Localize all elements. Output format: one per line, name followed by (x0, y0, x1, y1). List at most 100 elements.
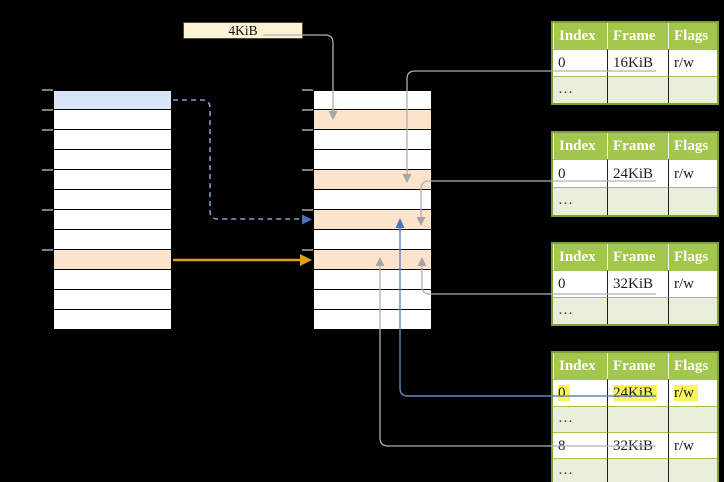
mid-tick-0 (302, 89, 313, 91)
page-table-16kib: Index Frame Flags 0 16KiB r/w … (551, 21, 719, 105)
page-table-32kib: Index Frame Flags 0 32KiB r/w … (551, 242, 719, 326)
arrow-virtual-page-dashed (173, 99, 301, 220)
table-row-ellipsis: … (553, 458, 717, 482)
header-frame: Frame (607, 23, 668, 49)
highlighted-value: r/w (674, 385, 698, 401)
mid-tick-3 (302, 169, 313, 171)
left-row-9-orange (53, 250, 172, 270)
cell-frame: 24KiB (607, 379, 668, 406)
table-row-ellipsis: … (553, 297, 717, 324)
left-row-6 (53, 190, 172, 210)
cell-empty (607, 297, 668, 324)
table-row: 8 32KiB r/w (553, 432, 717, 458)
cell-dots: … (553, 458, 607, 482)
header-frame: Frame (607, 244, 668, 270)
arrowhead-right-icon (302, 214, 312, 225)
page-table-24kib: Index Frame Flags 0 24KiB r/w … (551, 131, 719, 217)
cell-empty (668, 187, 717, 215)
cell-empty (668, 406, 717, 432)
mid-row-1 (313, 90, 432, 110)
cell-index: 0 (553, 379, 607, 406)
table-header: Index Frame Flags (553, 23, 717, 49)
header-index: Index (553, 353, 607, 379)
mid-row-10 (313, 270, 432, 290)
header-frame: Frame (607, 133, 668, 159)
left-row-10 (53, 270, 172, 290)
mid-tick-5 (302, 249, 313, 251)
left-row-12 (53, 310, 172, 330)
cell-dots: … (553, 187, 607, 215)
cell-flags: r/w (668, 159, 717, 187)
cell-flags: r/w (668, 432, 717, 458)
middle-memory-column (313, 90, 432, 330)
cell-empty (607, 187, 668, 215)
header-frame: Frame (607, 353, 668, 379)
left-tick-3 (42, 169, 53, 171)
mid-row-7-orange (313, 210, 432, 230)
left-row-3 (53, 130, 172, 150)
left-tick-1 (42, 109, 53, 111)
cell-flags: r/w (668, 49, 717, 76)
left-tick-0 (42, 89, 53, 91)
cell-dots: … (553, 297, 607, 324)
mid-row-12 (313, 310, 432, 330)
cell-index: 0 (553, 49, 607, 76)
page-table-bottom: Index Frame Flags 0 24KiB r/w … 8 32KiB … (551, 351, 719, 482)
cell-empty (607, 76, 668, 103)
header-flags: Flags (668, 23, 717, 49)
table-row: 0 24KiB r/w (553, 159, 717, 187)
table-header: Index Frame Flags (553, 244, 717, 270)
table-row-ellipsis: … (553, 406, 717, 432)
mid-tick-1 (302, 109, 313, 111)
left-row-2 (53, 110, 172, 130)
highlighted-value: 24KiB (613, 385, 658, 401)
left-memory-column (53, 90, 172, 330)
cell-flags: r/w (668, 379, 717, 406)
page-size-label: 4KiB (183, 22, 303, 39)
mid-row-3 (313, 130, 432, 150)
mid-tick-2 (302, 129, 313, 131)
mid-row-8 (313, 230, 432, 250)
left-tick-2 (42, 129, 53, 131)
left-row-4 (53, 150, 172, 170)
left-row-8 (53, 230, 172, 250)
header-index: Index (553, 244, 607, 270)
mid-row-2-orange (313, 110, 432, 130)
cell-frame: 32KiB (607, 270, 668, 297)
mid-tick-4 (302, 209, 313, 211)
header-index: Index (553, 23, 607, 49)
left-row-5 (53, 170, 172, 190)
cell-dots: … (553, 406, 607, 432)
cell-empty (668, 297, 717, 324)
arrowhead-right-icon (300, 254, 312, 266)
table-row-ellipsis: … (553, 76, 717, 103)
table-header: Index Frame Flags (553, 133, 717, 159)
cell-empty (668, 76, 717, 103)
cell-empty (607, 458, 668, 482)
left-row-1-blue (53, 90, 172, 110)
left-row-7 (53, 210, 172, 230)
table-row-highlighted: 0 24KiB r/w (553, 379, 717, 406)
cell-index: 8 (553, 432, 607, 458)
mid-row-4 (313, 150, 432, 170)
cell-frame: 32KiB (607, 432, 668, 458)
left-tick-5 (42, 249, 53, 251)
left-tick-4 (42, 209, 53, 211)
mid-row-11 (313, 290, 432, 310)
cell-dots: … (553, 76, 607, 103)
cell-flags: r/w (668, 270, 717, 297)
cell-frame: 24KiB (607, 159, 668, 187)
header-index: Index (553, 133, 607, 159)
header-flags: Flags (668, 244, 717, 270)
header-flags: Flags (668, 353, 717, 379)
left-row-11 (53, 290, 172, 310)
cell-empty (668, 458, 717, 482)
table-row: 0 16KiB r/w (553, 49, 717, 76)
cell-index: 0 (553, 270, 607, 297)
table-row: 0 32KiB r/w (553, 270, 717, 297)
cell-empty (607, 406, 668, 432)
mid-row-9-orange (313, 250, 432, 270)
cell-frame: 16KiB (607, 49, 668, 76)
mid-row-5-orange (313, 170, 432, 190)
